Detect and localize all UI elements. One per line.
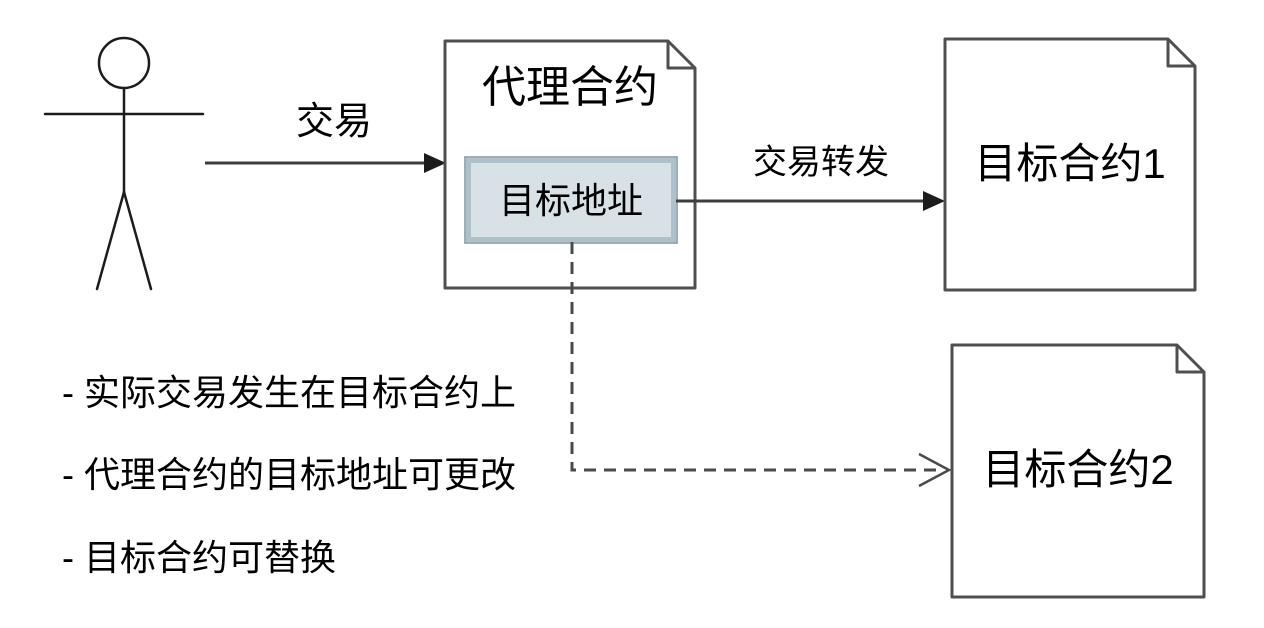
open-arrowhead-icon <box>918 452 952 488</box>
proxy-contract-title: 代理合约 <box>482 62 658 112</box>
mutable-target-dashed-arrow <box>570 242 952 488</box>
transaction-forward-edge-label: 交易转发 <box>753 143 889 182</box>
note-target-address-changeable: - 代理合约的目标地址可更改 <box>62 454 516 495</box>
target-contract-2-node <box>950 343 1206 599</box>
target-address-label: 目标地址 <box>498 180 644 222</box>
transaction-edge-label: 交易 <box>295 101 373 144</box>
target-contract-1-node <box>943 37 1197 292</box>
proxy-contract-fold-corner-icon <box>666 41 695 70</box>
target-contract-1-title: 目标合约1 <box>974 139 1166 187</box>
transaction-forward-arrow <box>676 191 945 211</box>
target-contract-2-fold-corner-icon <box>1175 345 1204 374</box>
note-actual-transaction-on-target: - 实际交易发生在目标合约上 <box>62 372 516 413</box>
target-address-box <box>464 156 678 244</box>
actor-stick-figure-icon <box>43 36 205 291</box>
note-target-contract-replaceable: - 目标合约可替换 <box>62 537 336 578</box>
target-contract-2-title: 目标合约2 <box>982 445 1174 493</box>
transaction-arrow <box>205 153 446 173</box>
target-contract-1-fold-corner-icon <box>1166 39 1195 68</box>
